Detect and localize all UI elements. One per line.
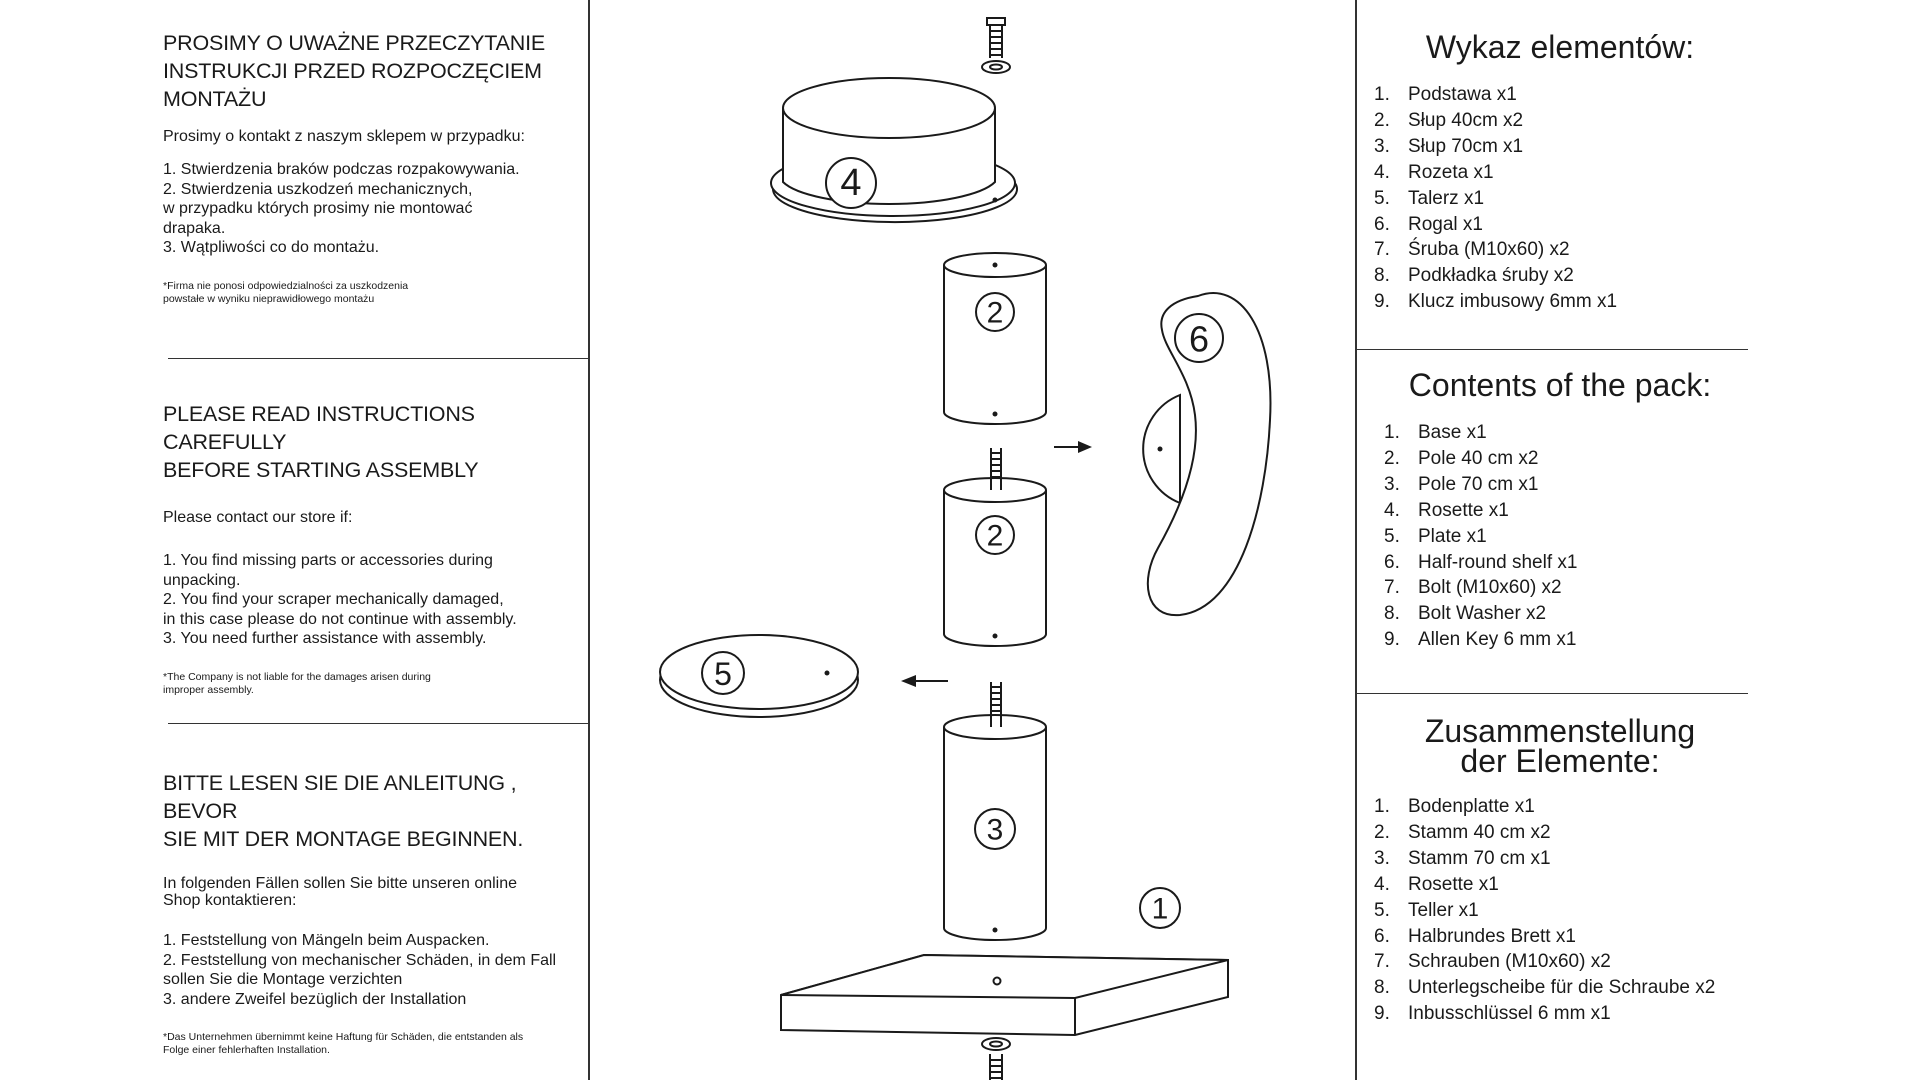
svg-text:4: 4 (840, 162, 861, 204)
bottom-washer (981, 1037, 1011, 1051)
list-item: 2. Stwierdzenia uszkodzeń mechanicznych,… (163, 180, 473, 237)
list-item: 8.Unterlegscheibe für die Schraube x2 (1374, 977, 1716, 999)
english-intro: Please contact our store if: (163, 509, 353, 526)
parts-list-german: Zusammenstellung der Elemente: 1.Bodenpl… (1360, 713, 1760, 1027)
left-divider-1 (168, 358, 588, 360)
german-list: 1. Feststellung von Mängeln beim Auspack… (163, 931, 583, 1009)
half-round-shelf (1142, 292, 1272, 617)
svg-text:1: 1 (1152, 893, 1169, 926)
instructions-english: PLEASE READ INSTRUCTIONS CAREFULLY BEFOR… (163, 400, 583, 697)
list-item: 7.Bolt (M10x60) x2 (1384, 577, 1562, 599)
parts-list-polish: Wykaz elementów: 1.Podstawa x1 2.Słup 40… (1360, 29, 1760, 315)
list-item: 5.Talerz x1 (1374, 187, 1485, 209)
list-item: 8.Podkładka śruby x2 (1374, 265, 1574, 287)
list-item: 7.Schrauben (M10x60) x2 (1374, 951, 1611, 973)
rosette-part (770, 77, 1018, 224)
top-bolt (986, 17, 1006, 58)
base-label: 1 (1139, 887, 1181, 929)
arrow-to-plate (901, 675, 948, 687)
parts-en-list: 1.Base x1 2.Pole 40 cm x2 3.Pole 70 cm x… (1370, 420, 1760, 653)
list-item: 1. You find missing parts or accessories… (163, 552, 493, 589)
right-divider-1 (1357, 349, 1748, 351)
pole-40-bottom (943, 477, 1047, 647)
list-item: 2. Feststellung von mechanischer Schäden… (163, 951, 557, 989)
list-item: 5.Teller x1 (1374, 899, 1479, 921)
polish-note: *Firma nie ponosi odpowiedzialności za u… (163, 279, 409, 305)
polish-title: PROSIMY O UWAŻNE PRZECZYTANIE INSTRUKCJI… (163, 31, 546, 111)
german-note: *Das Unternehmen übernimmt keine Haftung… (163, 1031, 524, 1056)
list-item: 1. Stwierdzenia braków podczas rozpakowy… (163, 161, 520, 178)
english-note: *The Company is not liable for the damag… (163, 670, 431, 696)
list-item: 8.Bolt Washer x2 (1384, 603, 1547, 625)
bottom-bolt (989, 1054, 1003, 1080)
english-list: 1. You find missing parts or accessories… (163, 551, 583, 649)
left-column-border (588, 0, 590, 1080)
parts-list-english: Contents of the pack: 1.Base x1 2.Pole 4… (1360, 367, 1760, 653)
pole-40-top (943, 252, 1047, 425)
list-item: 2.Słup 40cm x2 (1374, 109, 1524, 131)
pole-40-bottom-label: 2 (975, 515, 1015, 555)
list-item: 6.Halbrundes Brett x1 (1374, 925, 1576, 947)
list-item: 1.Podstawa x1 (1374, 84, 1517, 105)
list-item: 4.Rosette x1 (1374, 873, 1499, 895)
list-item: 9.Klucz imbusowy 6mm x1 (1374, 291, 1618, 313)
parts-de-title: Zusammenstellung der Elemente: (1424, 713, 1696, 779)
polish-intro: Prosimy o kontakt z naszym sklepem w prz… (163, 128, 525, 145)
pole-70-label: 3 (974, 808, 1016, 850)
list-item: 9.Inbusschlüssel 6 mm x1 (1374, 1003, 1611, 1025)
list-item: 1.Base x1 (1384, 422, 1487, 443)
list-item: 2. You find your scraper mechanically da… (163, 591, 517, 628)
german-intro: In folgenden Fällen sollen Sie bitte uns… (163, 875, 518, 909)
left-divider-2 (168, 723, 588, 725)
list-item: 3. You need further assistance with asse… (163, 630, 487, 647)
parts-pl-list: 1.Podstawa x1 2.Słup 40cm x2 3.Słup 70cm… (1360, 82, 1760, 315)
german-title: BITTE LESEN SIE DIE ANLEITUNG , BEVOR SI… (163, 771, 524, 851)
svg-text:5: 5 (714, 656, 732, 692)
list-item: 4.Rosette x1 (1384, 499, 1509, 521)
instructions-german: BITTE LESEN SIE DIE ANLEITUNG , BEVOR SI… (163, 769, 583, 1057)
list-item: 9.Allen Key 6 mm x1 (1384, 629, 1577, 651)
list-item: 5.Plate x1 (1384, 525, 1487, 547)
top-washer (981, 60, 1011, 74)
list-item: 3.Stamm 70 cm x1 (1374, 847, 1551, 869)
parts-pl-title: Wykaz elementów: (1425, 29, 1695, 65)
svg-text:2: 2 (987, 297, 1004, 330)
pole-40-top-label: 2 (975, 292, 1015, 332)
english-title: PLEASE READ INSTRUCTIONS CAREFULLY BEFOR… (163, 402, 479, 482)
list-item: 1. Feststellung von Mängeln beim Auspack… (163, 932, 490, 949)
parts-en-title: Contents of the pack: (1408, 367, 1712, 403)
base-part (780, 953, 1229, 1037)
list-item: 2.Pole 40 cm x2 (1384, 447, 1539, 469)
list-item: 3.Słup 70cm x1 (1374, 135, 1524, 157)
list-item: 3. Wątpliwości co do montażu. (163, 239, 380, 256)
svg-text:3: 3 (987, 814, 1004, 847)
svg-text:2: 2 (987, 520, 1004, 553)
right-divider-2 (1357, 693, 1748, 695)
list-item: 1.Bodenplatte x1 (1374, 796, 1535, 817)
plate-part (659, 634, 859, 718)
list-item: 4.Rozeta x1 (1374, 161, 1494, 183)
list-item: 6.Rogal x1 (1374, 213, 1483, 235)
polish-list: 1. Stwierdzenia braków podczas rozpakowy… (163, 160, 583, 258)
instructions-polish: PROSIMY O UWAŻNE PRZECZYTANIE INSTRUKCJI… (163, 29, 583, 306)
list-item: 3. andere Zweifel bezüglich der Installa… (163, 990, 467, 1008)
arrow-to-shelf (1054, 441, 1092, 453)
list-item: 6.Half-round shelf x1 (1384, 551, 1578, 573)
parts-de-list: 1.Bodenplatte x1 2.Stamm 40 cm x2 3.Stam… (1360, 794, 1760, 1027)
list-item: 3.Pole 70 cm x1 (1384, 473, 1539, 495)
list-item: 7.Śruba (M10x60) x2 (1374, 239, 1570, 261)
right-column-border (1355, 0, 1357, 1080)
shelf-label: 6 (1174, 313, 1224, 363)
plate-label: 5 (701, 651, 745, 695)
list-item: 2.Stamm 40 cm x2 (1374, 821, 1551, 843)
rosette-label: 4 (825, 157, 877, 209)
svg-text:6: 6 (1189, 319, 1209, 360)
